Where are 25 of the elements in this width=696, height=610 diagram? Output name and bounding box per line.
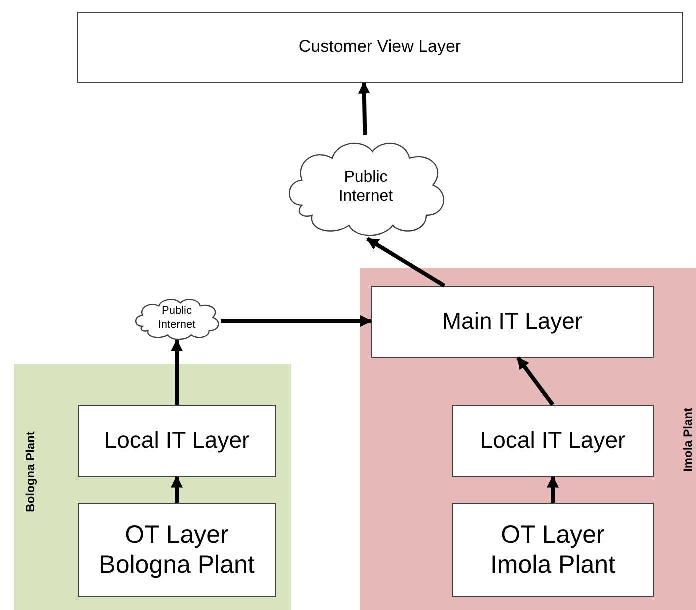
layer-box <box>77 12 683 83</box>
arrow <box>171 476 183 503</box>
layer-label: OT Layer Bologna Plant <box>98 520 256 580</box>
arrow <box>358 82 370 136</box>
arrow <box>221 315 372 328</box>
layer-label: Main IT Layer <box>442 308 583 336</box>
plant-area <box>14 364 291 610</box>
arrow <box>171 339 183 405</box>
arrow <box>516 356 555 406</box>
arrow <box>366 237 446 288</box>
layer-box <box>78 503 276 597</box>
layer-box <box>371 286 654 358</box>
arrow <box>547 476 559 503</box>
plant-area <box>360 268 696 610</box>
layer-box <box>452 503 654 597</box>
plant-label: Bologna Plant <box>22 432 37 512</box>
plant-label: Imola Plant <box>681 408 695 472</box>
layer-box <box>78 405 276 477</box>
layer-label: Customer View Layer <box>298 37 462 58</box>
layer-box <box>452 405 654 477</box>
layer-label: Public Internet <box>338 168 394 206</box>
layer-label: OT Layer Imola Plant <box>489 520 617 580</box>
layer-label: Local IT Layer <box>104 427 250 455</box>
layer-label: Local IT Layer <box>480 427 626 455</box>
layer-label: Public Internet <box>157 305 197 332</box>
